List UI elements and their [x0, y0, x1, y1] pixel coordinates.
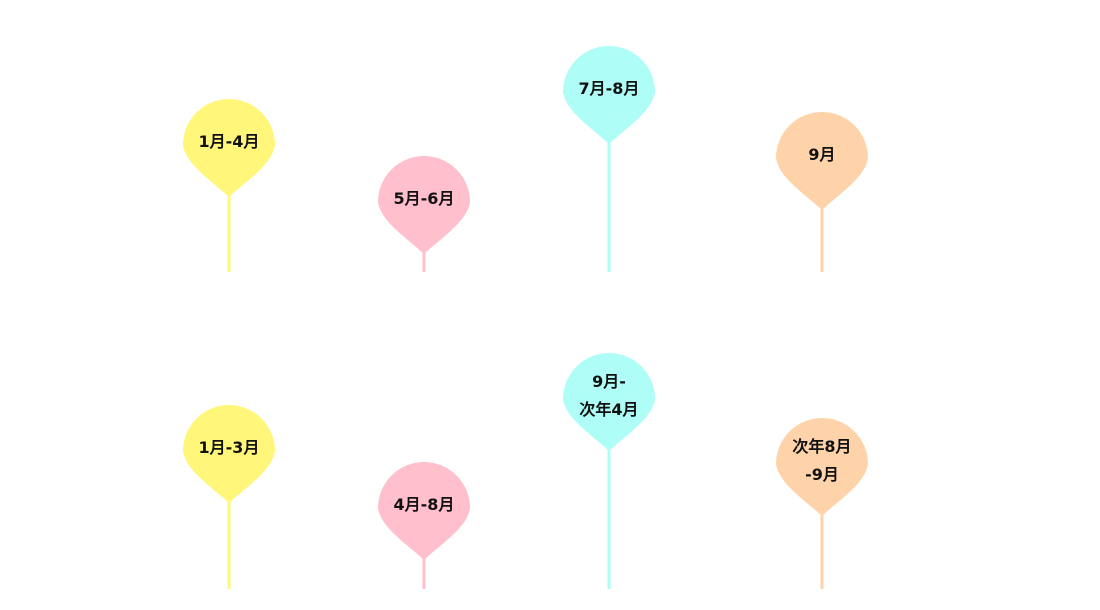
balloon-shape	[378, 156, 470, 272]
balloon-shape	[183, 405, 275, 589]
balloon-string	[227, 501, 231, 589]
balloon-string	[820, 208, 824, 272]
balloon-pin-row2-3: 9月- 次年4月	[562, 349, 656, 589]
balloon-label: 1月-4月	[198, 132, 260, 151]
balloon-head	[378, 156, 470, 254]
balloon-shape	[776, 418, 868, 589]
balloon-label: 5月-6月	[393, 189, 455, 208]
balloon-label: 9月	[808, 145, 836, 164]
balloon-head	[183, 99, 275, 197]
balloon-string	[607, 142, 611, 272]
balloon-label: 9月- 次年4月	[579, 372, 639, 419]
balloon-label: 4月-8月	[393, 495, 455, 514]
balloon-head	[378, 462, 470, 560]
balloon-shape	[776, 112, 868, 272]
balloon-label: 1月-3月	[198, 438, 260, 457]
balloon-shape	[563, 353, 655, 589]
balloon-head	[563, 46, 655, 144]
balloon-pin-row2-4: 次年8月 -9月	[775, 414, 869, 589]
balloon-string	[820, 514, 824, 589]
balloon-string	[422, 558, 426, 589]
balloon-head	[776, 112, 868, 210]
balloon-pin-row1-2: 5月-6月	[377, 152, 471, 272]
balloon-head	[776, 418, 868, 516]
balloon-shape	[378, 462, 470, 589]
balloon-pin-row1-3: 7月-8月	[562, 42, 656, 272]
balloon-shape	[563, 46, 655, 272]
balloon-string	[227, 195, 231, 272]
balloon-pin-row2-1: 1月-3月	[182, 401, 276, 589]
balloon-head	[563, 353, 655, 451]
balloon-head	[183, 405, 275, 503]
balloon-shape	[183, 99, 275, 272]
balloon-pin-row1-4: 9月	[775, 108, 869, 272]
balloon-string	[607, 449, 611, 589]
balloon-pin-row1-1: 1月-4月	[182, 95, 276, 272]
balloon-string	[422, 252, 426, 272]
balloon-pin-row2-2: 4月-8月	[377, 458, 471, 589]
balloon-label: 次年8月 -9月	[792, 437, 852, 484]
balloon-label: 7月-8月	[578, 79, 640, 98]
